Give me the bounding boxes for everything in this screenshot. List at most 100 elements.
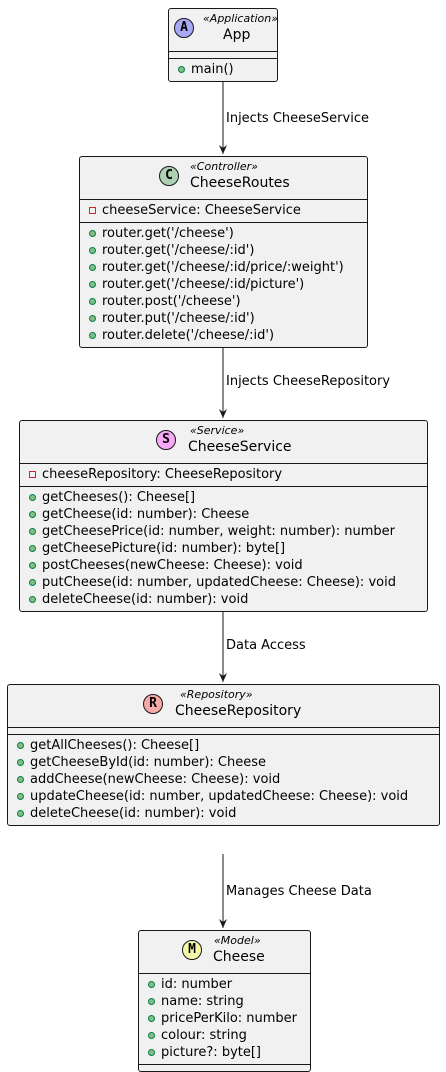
field-row: cheeseRepository: CheeseRepository	[20, 466, 427, 483]
application-badge-icon: A	[174, 18, 194, 38]
public-visibility-icon	[148, 1032, 155, 1039]
member-text: router.post('/cheese')	[102, 294, 241, 309]
model-badge-icon: M	[182, 940, 202, 960]
method-row: router.put('/cheese/:id')	[80, 310, 367, 327]
member-text: getCheesePicture(id: number): byte[]	[42, 541, 286, 556]
field-row: colour: string	[139, 1027, 310, 1044]
class-stereotype: «Repository»	[180, 688, 253, 701]
method-row: router.get('/cheese/:id/picture')	[80, 276, 367, 293]
methods-section: router.get('/cheese')router.get('/cheese…	[80, 222, 367, 347]
public-visibility-icon	[89, 298, 96, 305]
edge-label-routes-to-service: Injects CheeseRepository	[226, 374, 391, 389]
member-text: main()	[191, 62, 234, 77]
member-text: postCheeses(newCheese: Cheese): void	[42, 558, 303, 573]
service-badge-icon: S	[156, 430, 176, 450]
member-text: deleteCheese(id: number): void	[30, 806, 237, 821]
class-cheese-routes[interactable]: C «Controller» CheeseRoutes cheeseServic…	[79, 156, 368, 348]
public-visibility-icon	[29, 579, 36, 586]
public-visibility-icon	[178, 66, 185, 73]
fields-section	[8, 727, 439, 734]
public-visibility-icon	[17, 793, 24, 800]
method-row: router.get('/cheese/:id/price/:weight')	[80, 259, 367, 276]
public-visibility-icon	[29, 562, 36, 569]
public-visibility-icon	[89, 315, 96, 322]
method-row: main()	[169, 61, 277, 78]
class-name: Cheese	[213, 949, 265, 965]
member-text: getAllCheeses(): Cheese[]	[30, 738, 200, 753]
member-text: getCheesePrice(id: number, weight: numbe…	[42, 524, 395, 539]
public-visibility-icon	[29, 545, 36, 552]
methods-section	[139, 1064, 310, 1071]
class-cheese-service[interactable]: S «Service» CheeseService cheeseReposito…	[19, 420, 428, 612]
field-row: pricePerKilo: number	[139, 1010, 310, 1027]
method-row: getCheeseById(id: number): Cheese	[8, 754, 439, 771]
public-visibility-icon	[148, 1049, 155, 1056]
method-row: getCheesePicture(id: number): byte[]	[20, 540, 427, 557]
method-row: getAllCheeses(): Cheese[]	[8, 737, 439, 754]
public-visibility-icon	[17, 759, 24, 766]
public-visibility-icon	[89, 281, 96, 288]
public-visibility-icon	[17, 742, 24, 749]
edge-label-repository-to-cheese: Manages Cheese Data	[226, 884, 372, 899]
class-stereotype: «Model»	[214, 934, 261, 947]
member-text: router.get('/cheese/:id/picture')	[102, 277, 305, 292]
edge-label-service-to-repository: Data Access	[226, 638, 306, 653]
member-text: router.get('/cheese/:id/price/:weight')	[102, 260, 344, 275]
public-visibility-icon	[148, 981, 155, 988]
public-visibility-icon	[29, 528, 36, 535]
methods-section: getCheeses(): Cheese[]getCheese(id: numb…	[20, 486, 427, 611]
member-text: router.get('/cheese/:id')	[102, 243, 255, 258]
member-text: picture?: byte[]	[161, 1045, 262, 1060]
member-text: id: number	[161, 977, 233, 992]
repository-badge-icon: R	[143, 694, 163, 714]
method-row: getCheeses(): Cheese[]	[20, 489, 427, 506]
method-row: putCheese(id: number, updatedCheese: Che…	[20, 574, 427, 591]
fields-section: cheeseService: CheeseService	[80, 199, 367, 222]
public-visibility-icon	[89, 264, 96, 271]
method-row: addCheese(newCheese: Cheese): void	[8, 771, 439, 788]
public-visibility-icon	[17, 810, 24, 817]
method-row: getCheesePrice(id: number, weight: numbe…	[20, 523, 427, 540]
public-visibility-icon	[89, 230, 96, 237]
method-row: getCheese(id: number): Cheese	[20, 506, 427, 523]
member-text: cheeseRepository: CheeseRepository	[42, 467, 283, 482]
member-text: putCheese(id: number, updatedCheese: Che…	[42, 575, 396, 590]
public-visibility-icon	[148, 1015, 155, 1022]
relations-layer	[219, 80, 227, 928]
member-text: cheeseService: CheeseService	[102, 203, 301, 218]
private-visibility-icon	[29, 471, 36, 478]
field-row: id: number	[139, 976, 310, 993]
member-text: addCheese(newCheese: Cheese): void	[30, 772, 281, 787]
field-row: cheeseService: CheeseService	[80, 202, 367, 219]
field-row: picture?: byte[]	[139, 1044, 310, 1061]
private-visibility-icon	[89, 207, 96, 214]
member-text: updateCheese(id: number, updatedCheese: …	[30, 789, 409, 804]
class-stereotype: «Controller»	[190, 160, 258, 173]
method-row: deleteCheese(id: number): void	[8, 805, 439, 822]
class-app[interactable]: A «Application» App main()	[168, 8, 278, 82]
class-cheese-repository[interactable]: R «Repository» CheeseRepository getAllCh…	[7, 684, 440, 826]
public-visibility-icon	[89, 247, 96, 254]
method-row: deleteCheese(id: number): void	[20, 591, 427, 608]
member-text: getCheeses(): Cheese[]	[42, 490, 196, 505]
class-name: App	[223, 27, 251, 43]
fields-section	[169, 51, 277, 58]
member-text: deleteCheese(id: number): void	[42, 592, 249, 607]
public-visibility-icon	[89, 332, 96, 339]
public-visibility-icon	[29, 511, 36, 518]
class-name: CheeseRepository	[175, 703, 302, 719]
public-visibility-icon	[148, 998, 155, 1005]
class-name: CheeseRoutes	[190, 175, 290, 191]
controller-badge-icon: C	[159, 166, 179, 186]
public-visibility-icon	[29, 494, 36, 501]
member-text: router.put('/cheese/:id')	[102, 311, 255, 326]
method-row: router.delete('/cheese/:id')	[80, 327, 367, 344]
method-row: postCheeses(newCheese: Cheese): void	[20, 557, 427, 574]
method-row: updateCheese(id: number, updatedCheese: …	[8, 788, 439, 805]
method-row: router.get('/cheese/:id')	[80, 242, 367, 259]
method-row: router.get('/cheese')	[80, 225, 367, 242]
member-text: router.delete('/cheese/:id')	[102, 328, 275, 343]
edge-label-app-to-routes: Injects CheeseService	[226, 111, 369, 126]
